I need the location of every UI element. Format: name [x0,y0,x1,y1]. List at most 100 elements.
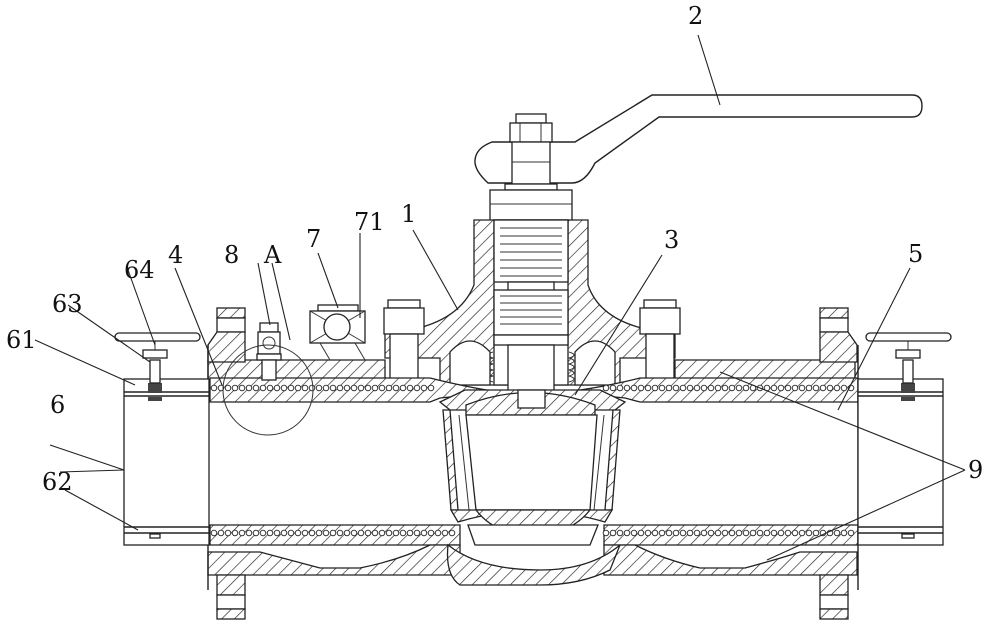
chain-bead [343,384,351,392]
chain-bead [336,529,344,537]
chain-bead [847,529,855,537]
lower-wall [207,543,858,620]
liner-upper [209,377,859,403]
chain-bead [735,384,743,392]
chain-bead [812,529,820,537]
bolt-right [639,299,681,385]
chain-bead [616,529,624,537]
chain-bead [252,529,260,537]
chain-bead [287,529,295,537]
chain-bead [301,529,309,537]
chain-bead [371,384,379,392]
chain-bead [665,384,673,392]
chain-bead [819,384,827,392]
chain-bead [630,529,638,537]
chain-bead [434,529,442,537]
chain-bead [770,384,778,392]
chain-bead [686,384,694,392]
chain-bead [329,529,337,537]
chain-bead [658,384,666,392]
chain-bead [714,384,722,392]
chain-bead [833,384,841,392]
chain-bead [252,384,260,392]
label-pressure-plug: 8 [224,241,239,269]
chain-bead [721,384,729,392]
chain-bead [210,384,218,392]
chain-bead [413,529,421,537]
chain-bead [427,529,435,537]
chain-bead [714,529,722,537]
label-outlet-pipe: 5 [908,240,923,268]
leader-lines [34,34,966,561]
chain-bead [217,529,225,537]
chain-bead [357,384,365,392]
chain-bead [238,384,246,392]
chain-bead [805,529,813,537]
chain-bead [294,384,302,392]
chain-bead [273,529,281,537]
chain-bead [602,384,610,392]
chain-bead [623,529,631,537]
chain-bead [693,529,701,537]
chain-bead [350,529,358,537]
chain-bead [686,529,694,537]
chain-bead [315,384,323,392]
chain-bead [420,529,428,537]
chain-bead [812,384,820,392]
chain-bead [280,384,288,392]
chain-bead [371,529,379,537]
chain-bead [448,529,456,537]
handwheel-screw-right [865,332,952,401]
chain-bead [805,384,813,392]
chain-bead [280,529,288,537]
chain-bead [679,384,687,392]
chain-bead [294,529,302,537]
chain-bead [378,529,386,537]
chain-bead [630,384,638,392]
chain-bead [273,384,281,392]
chain-bead [840,529,848,537]
chain-bead [777,384,785,392]
chain-bead [637,529,645,537]
chain-bead [308,384,316,392]
chain-bead [791,529,799,537]
chain-bead [770,529,778,537]
chain-bead [287,384,295,392]
chain-bead [742,384,750,392]
chain-bead [322,384,330,392]
chain-bead [644,384,652,392]
valve-core [438,389,627,546]
chain-bead [742,529,750,537]
chain-bead [784,384,792,392]
chain-bead [749,529,757,537]
label-upper-ring: 61 [6,326,37,354]
bolt-left [383,299,425,385]
chain-bead [623,384,631,392]
side-valve [309,304,366,361]
bellows-lower [493,289,569,336]
chain-bead [427,384,435,392]
chain-bead [399,529,407,537]
chain-bead [329,384,337,392]
chain-bead [357,529,365,537]
chain-bead [658,529,666,537]
label-detail-a: A [263,241,282,269]
chain-bead [798,384,806,392]
chain-bead [259,529,267,537]
chain-bead [441,529,449,537]
chain-bead [217,384,225,392]
chain-bead [707,384,715,392]
chain-bead [322,529,330,537]
chain-bead [392,529,400,537]
chain-bead [378,384,386,392]
chain-bead [700,384,708,392]
chain-bead [665,529,673,537]
stem-nut [489,113,573,231]
chain-bead [763,529,771,537]
chain-bead [350,384,358,392]
chain-bead [224,384,232,392]
label-screw-handwheel: 64 [124,256,155,284]
label-screw: 63 [52,290,83,318]
chain-bead [336,384,344,392]
